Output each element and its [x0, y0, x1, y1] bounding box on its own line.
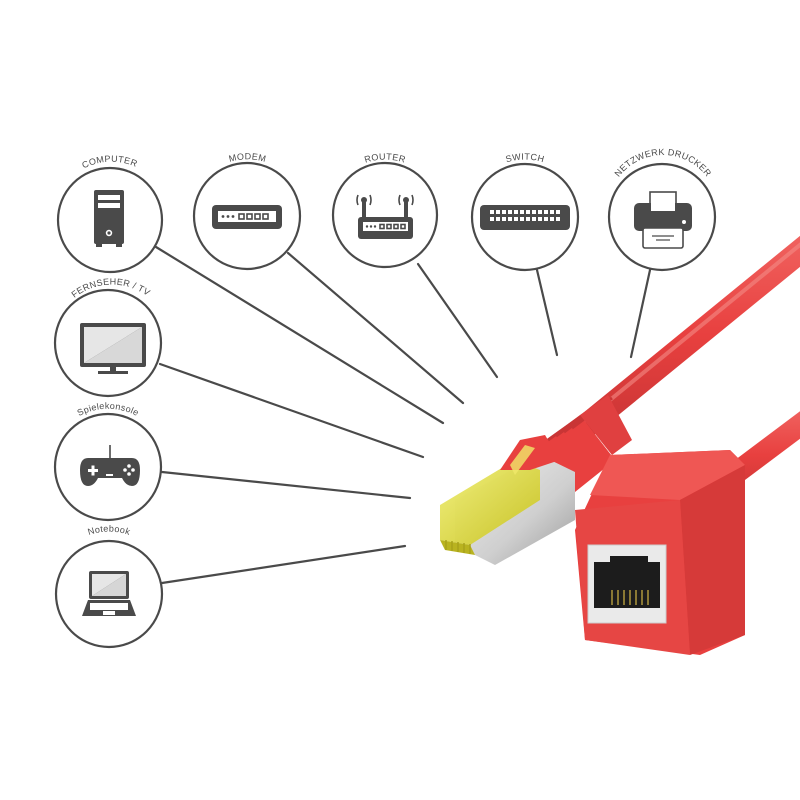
router-icon — [356, 194, 414, 239]
device-label-modem: MODEM — [228, 151, 267, 164]
line-printer — [629, 268, 652, 359]
device-modem: MODEM — [192, 151, 302, 271]
device-label-notebook: Notebook — [87, 524, 132, 537]
computer-tower-icon — [94, 190, 124, 247]
rj45-coupler-socket — [575, 450, 745, 655]
line-router — [416, 262, 499, 379]
line-notebook — [160, 544, 407, 585]
device-label-switch: SWITCH — [504, 151, 545, 164]
printer-icon — [634, 191, 692, 249]
connection-lines — [154, 245, 652, 585]
device-notebook: Notebook — [54, 524, 164, 649]
rj45-plug — [440, 395, 632, 565]
gamepad-icon — [80, 445, 140, 486]
laptop-icon — [82, 571, 136, 616]
device-label-router: ROUTER — [363, 151, 407, 164]
line-computer — [154, 245, 445, 425]
modem-icon — [212, 205, 282, 229]
device-computer: COMPUTER — [56, 154, 164, 274]
line-tv — [158, 362, 425, 459]
line-console — [160, 470, 412, 500]
device-switch: SWITCH — [470, 151, 580, 272]
device-printer: NETZWERK DRUCKER — [607, 147, 717, 272]
boot-strain-relief — [540, 395, 632, 492]
device-console: Spielekonsole — [53, 401, 163, 522]
line-modem — [286, 251, 465, 405]
device-router: ROUTER — [331, 151, 439, 269]
device-tv: FERNSEHER / TV — [53, 277, 163, 398]
tv-monitor-icon — [80, 323, 146, 374]
network-switch-icon — [480, 205, 570, 230]
line-switch — [535, 268, 559, 357]
